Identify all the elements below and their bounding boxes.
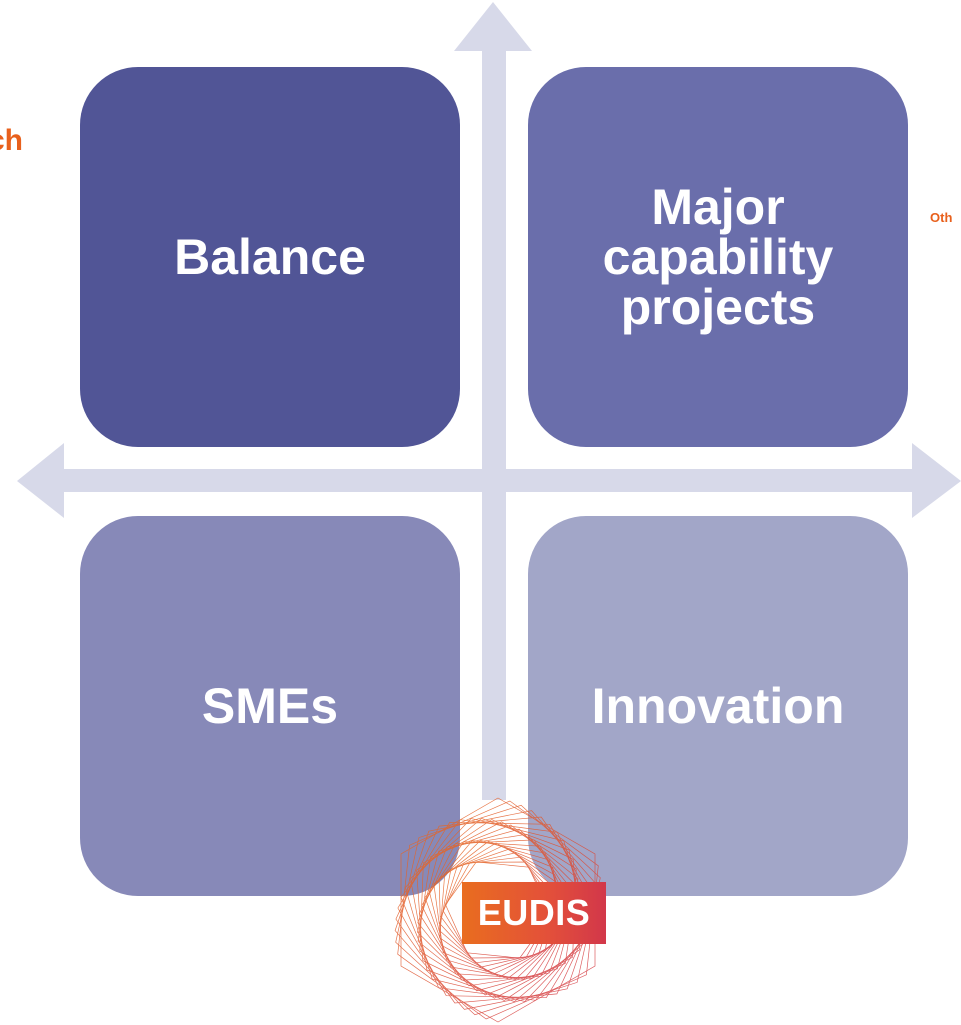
quadrant-major-capability-projects: Major capability projects xyxy=(528,67,908,447)
eudis-logo-graphic xyxy=(394,797,602,1023)
logo-hex-line xyxy=(433,840,563,980)
logo-hex-line xyxy=(397,800,599,1020)
logo-hex-line xyxy=(418,839,578,981)
logo-hex-line xyxy=(395,804,601,1016)
quadrant-balance: Balance xyxy=(80,67,460,447)
logo-hex-line xyxy=(417,828,579,992)
left-edge-text: ch xyxy=(0,124,24,157)
right-edge-text: Oth xyxy=(930,210,953,225)
logo-hex-line xyxy=(428,840,568,980)
logo-hex-line xyxy=(416,819,580,1001)
quadrant-label: SMEs xyxy=(201,678,339,734)
quadrant-label: Major capability projects xyxy=(602,179,834,335)
eudis-logo-badge: EUDIS xyxy=(462,882,606,944)
logo-hex-line xyxy=(417,833,579,987)
logo-text: EUDIS xyxy=(477,892,591,933)
logo-hex-line xyxy=(419,821,577,999)
logo-hex-line xyxy=(421,841,575,979)
quadrant-innovation: Innovation xyxy=(528,516,908,896)
quadrant-label: Balance xyxy=(174,229,366,285)
horizontal-axis-arrow xyxy=(17,443,961,518)
logo-hex-line xyxy=(424,840,572,980)
logo-hex-line xyxy=(400,797,596,1023)
quadrant-label: Innovation xyxy=(591,678,845,734)
logo-hex-line xyxy=(417,824,579,996)
quadrant-smes: SMEs xyxy=(80,516,460,896)
logo-hex-line xyxy=(438,842,558,978)
vertical-axis-arrow xyxy=(454,2,532,800)
